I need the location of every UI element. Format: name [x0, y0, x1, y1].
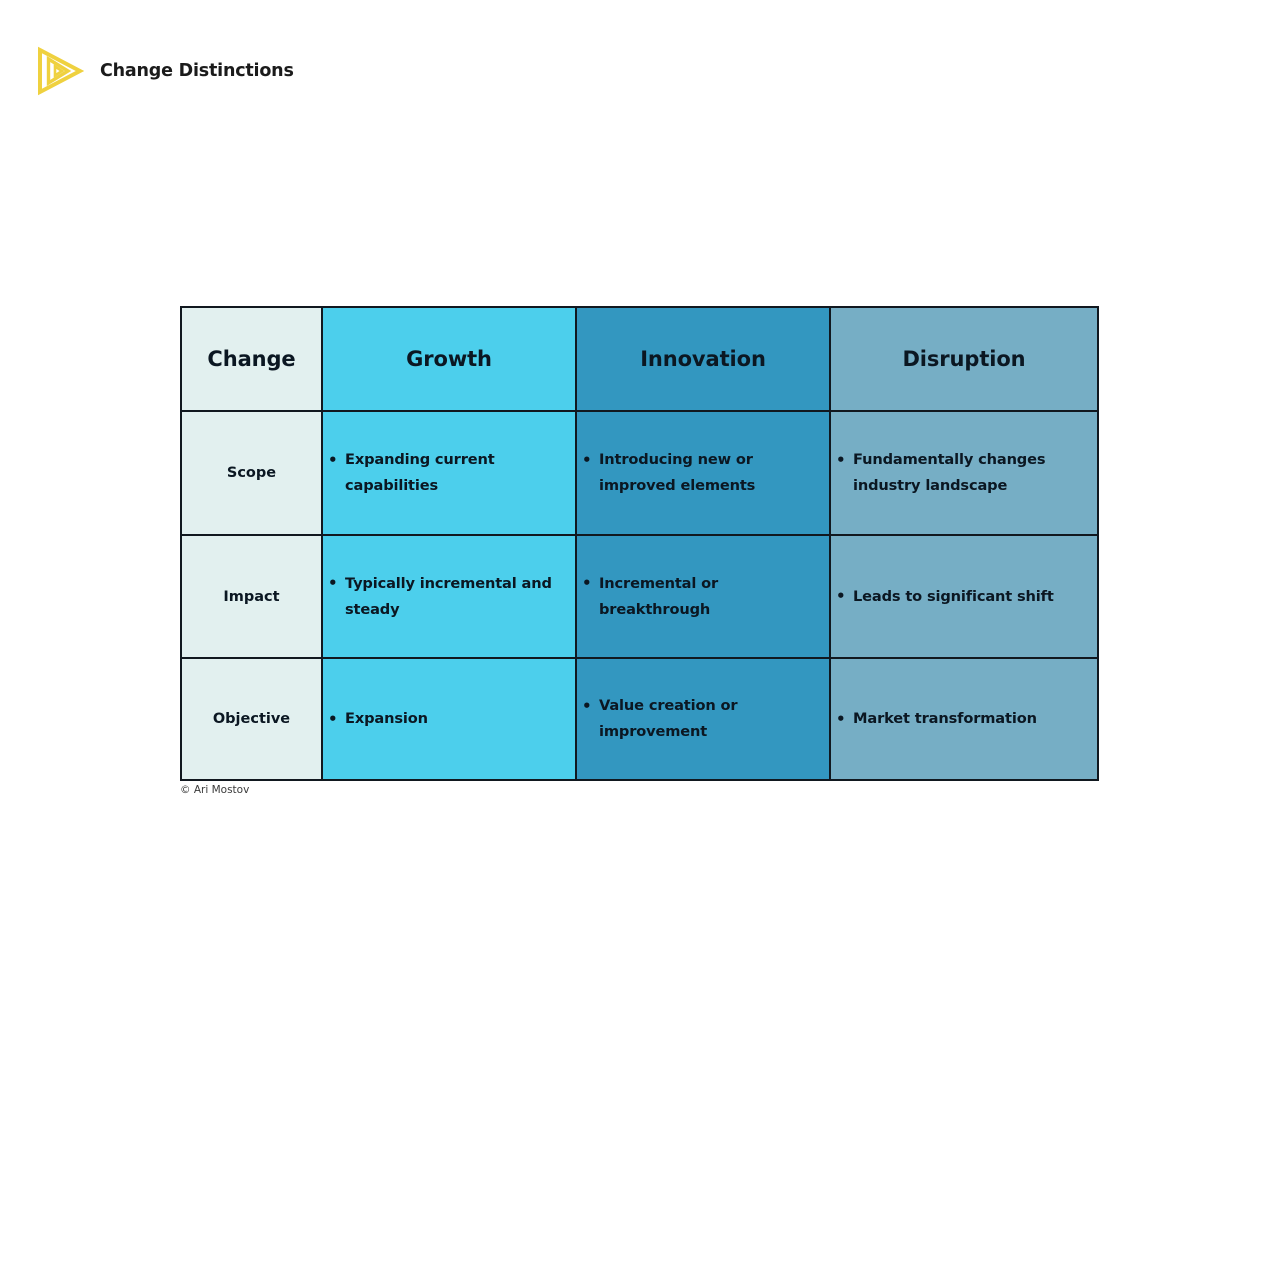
change-distinctions-matrix: Change Growth Innovation Disruption Scop… [180, 306, 1099, 781]
change-matrix-container: Change Growth Innovation Disruption Scop… [180, 306, 1099, 781]
header-cell-innovation: Innovation [575, 306, 831, 412]
matrix-row-impact: Impact Typically incremental and steady … [180, 534, 1099, 659]
list-item: Incremental or breakthrough [582, 570, 829, 623]
header-cell-disruption: Disruption [829, 306, 1099, 412]
matrix-header-row: Change Growth Innovation Disruption [180, 306, 1099, 412]
row-label-objective: Objective [180, 657, 323, 781]
brand-header: Change Distinctions [36, 44, 294, 98]
cell-impact-innovation: Incremental or breakthrough [575, 534, 831, 659]
bullet-list: Incremental or breakthrough [577, 570, 829, 623]
list-item: Leads to significant shift [836, 583, 1097, 610]
list-item: Typically incremental and steady [328, 570, 575, 623]
cell-scope-growth: Expanding current capabilities [321, 410, 577, 536]
list-item: Market transformation [836, 706, 1097, 733]
bullet-list: Leads to significant shift [831, 583, 1097, 610]
copyright-credit: © Ari Mostov [180, 784, 250, 796]
bullet-list: Market transformation [831, 706, 1097, 733]
list-item: Value creation or improvement [582, 693, 829, 745]
bullet-list: Value creation or improvement [577, 693, 829, 745]
cell-objective-disruption: Market transformation [829, 657, 1099, 781]
brand-name: Change Distinctions [100, 61, 294, 81]
nested-triangle-play-logo-icon [38, 46, 84, 96]
cell-objective-growth: Expansion [321, 657, 577, 781]
row-label-impact: Impact [180, 534, 323, 659]
cell-impact-disruption: Leads to significant shift [829, 534, 1099, 659]
header-cell-growth: Growth [321, 306, 577, 412]
bullet-list: Expanding current capabilities [323, 447, 575, 499]
cell-impact-growth: Typically incremental and steady [321, 534, 577, 659]
bullet-list: Typically incremental and steady [323, 570, 575, 623]
row-label-scope: Scope [180, 410, 323, 536]
list-item: Introducing new or improved elements [582, 447, 829, 499]
bullet-list: Expansion [323, 706, 575, 733]
cell-objective-innovation: Value creation or improvement [575, 657, 831, 781]
list-item: Fundamentally changes industry landscape [836, 447, 1097, 499]
bullet-list: Introducing new or improved elements [577, 447, 829, 499]
list-item: Expanding current capabilities [328, 447, 575, 499]
cell-scope-innovation: Introducing new or improved elements [575, 410, 831, 536]
list-item: Expansion [328, 706, 575, 733]
matrix-row-objective: Objective Expansion Value creation or im… [180, 657, 1099, 781]
cell-scope-disruption: Fundamentally changes industry landscape [829, 410, 1099, 536]
bullet-list: Fundamentally changes industry landscape [831, 447, 1097, 499]
matrix-row-scope: Scope Expanding current capabilities Int… [180, 410, 1099, 536]
header-cell-change: Change [180, 306, 323, 412]
